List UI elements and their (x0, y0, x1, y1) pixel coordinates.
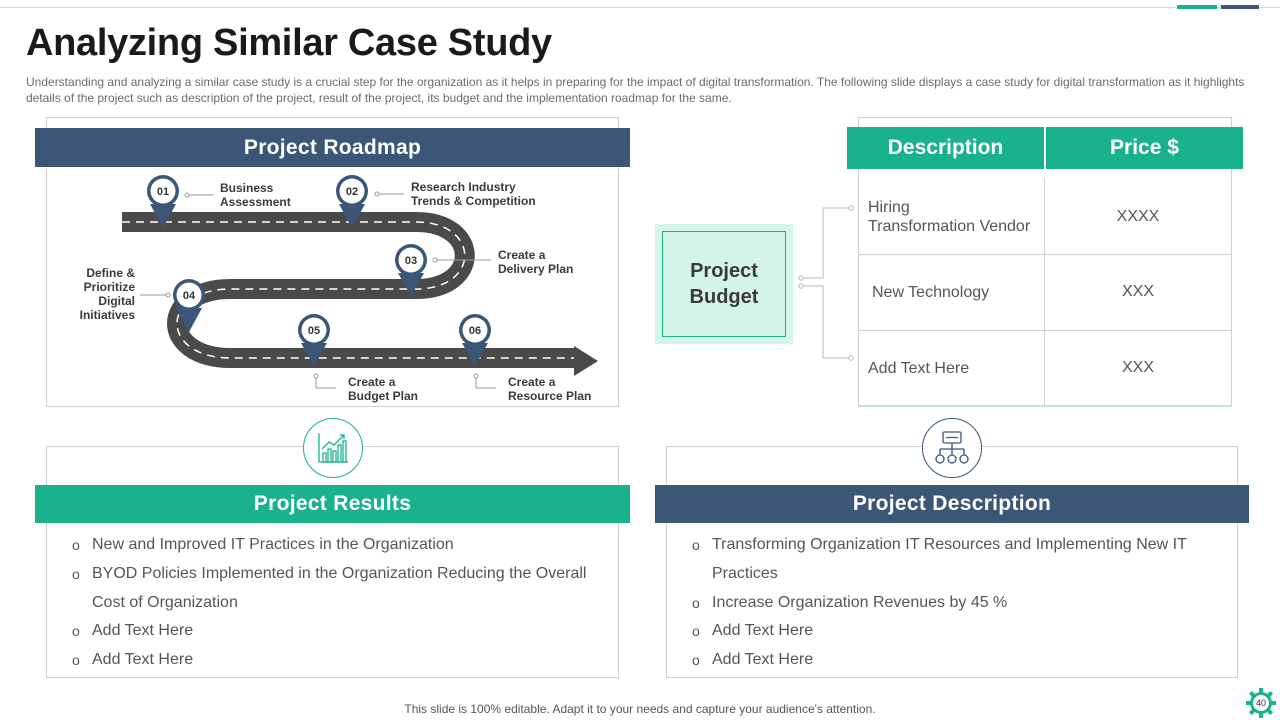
accent-bar-navy (1221, 5, 1259, 9)
results-icon-badge (303, 418, 363, 478)
roadmap-pin-02 (336, 175, 368, 228)
roadmap-road-graphic: 01 02 03 04 05 06 (122, 175, 598, 389)
step-label-06: Create a Resource Plan (508, 375, 592, 403)
step-number-05: 05 (308, 325, 320, 337)
budget-row-1-price: XXXX (1116, 208, 1160, 225)
roadmap-pin-03 (395, 244, 427, 296)
gear-icon (1246, 688, 1276, 718)
column-separator (1044, 178, 1045, 406)
step-number-04: 04 (183, 290, 196, 302)
step-label-02: Research Industry Trends & Competition (411, 180, 536, 208)
list-item: New and Improved IT Practices in the Org… (72, 531, 602, 560)
list-item: Increase Organization Revenues by 45 % (692, 589, 1212, 618)
step-number-01: 01 (157, 186, 169, 198)
road-arrow-icon (574, 346, 598, 376)
page-number-badge: 40 (1245, 687, 1277, 719)
budget-row-2-price: XXX (1121, 283, 1154, 300)
description-heading: Project Description (655, 485, 1249, 523)
results-list: New and Improved IT Practices in the Org… (72, 531, 602, 675)
roadmap-heading: Project Roadmap (35, 128, 630, 167)
top-divider (0, 7, 1280, 8)
budget-row-1-description: Hiring Transformation Vendor (868, 199, 1031, 235)
budget-label: Project Budget (662, 231, 786, 337)
budget-connector-lines (798, 205, 854, 361)
hierarchy-network-icon (935, 431, 969, 464)
step-number-06: 06 (469, 325, 481, 337)
growth-chart-icon (318, 433, 348, 463)
row-separator (858, 330, 1232, 331)
step-number-02: 02 (346, 186, 358, 198)
description-icon-badge (922, 418, 982, 478)
results-heading: Project Results (35, 485, 630, 523)
budget-row-3-price: XXX (1121, 359, 1154, 376)
page-title: Analyzing Similar Case Study (26, 22, 552, 64)
step-label-03: Create a Delivery Plan (498, 248, 574, 276)
step-label-05: Create a Budget Plan (348, 375, 419, 403)
accent-bar-green (1177, 5, 1217, 9)
budget-row-3-description: Add Text Here (868, 360, 970, 377)
list-item: Add Text Here (692, 646, 1212, 675)
budget-table-header-description: Description (847, 127, 1044, 169)
roadmap-pin-04 (173, 279, 205, 332)
budget-table-header-price: Price $ (1046, 127, 1243, 169)
roadmap-pin-06 (459, 314, 491, 366)
budget-row-2-description: New Technology (872, 284, 990, 301)
header-separator (1044, 127, 1046, 169)
list-item: BYOD Policies Implemented in the Organiz… (72, 560, 602, 618)
step-number-03: 03 (405, 255, 417, 267)
row-separator (858, 254, 1232, 255)
list-item: Add Text Here (72, 646, 602, 675)
list-item: Transforming Organization IT Resources a… (692, 531, 1212, 589)
step-label-01: Business Assessment (220, 181, 291, 209)
page-subtitle: Understanding and analyzing a similar ca… (26, 75, 1245, 105)
list-item: Add Text Here (72, 617, 602, 646)
list-item: Add Text Here (692, 617, 1212, 646)
table-bottom-accent (858, 405, 1232, 407)
page-number: 40 (1255, 698, 1266, 708)
roadmap-pin-01 (147, 175, 179, 228)
roadmap-pin-05 (298, 314, 330, 366)
description-list: Transforming Organization IT Resources a… (692, 531, 1212, 675)
footer-note: This slide is 100% editable. Adapt it to… (404, 702, 876, 716)
step-label-04: Define & Prioritize Digital Initiatives (79, 266, 135, 322)
